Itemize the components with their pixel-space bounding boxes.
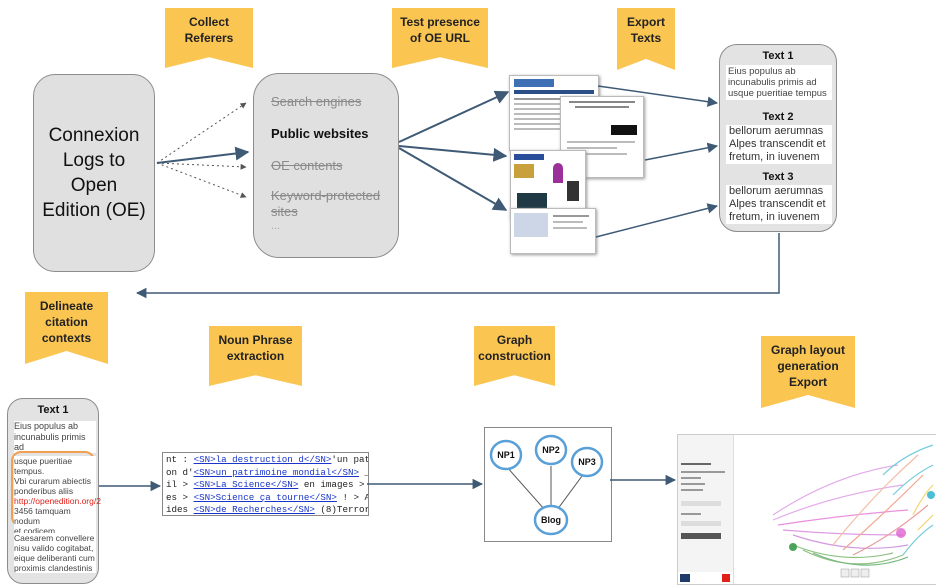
np-prefix: nt : — [166, 454, 194, 465]
banner-graph-layout: Graph layout generation Export — [761, 336, 855, 408]
referers-box: Search engines Public websites OE conten… — [253, 73, 399, 258]
referer-search-engines: Search engines — [271, 94, 362, 109]
arrow-to-screenshot-3 — [398, 145, 508, 162]
citation-line: ponderibus aliis — [14, 486, 96, 496]
citation-line: Vbi curarum abiectis — [14, 476, 96, 486]
referer-oe-contents: OE contents — [271, 158, 343, 173]
banner-graph-construction: Graph construction — [474, 326, 555, 386]
export-texts-box: Text 1 Eius populus ab incunabulis primi… — [719, 44, 837, 232]
np-suffix: ! > Avis — [342, 491, 368, 503]
citation-para1: Eius populus ab incunabulis primis ad — [14, 421, 96, 453]
banner-label: Test presence of OE URL — [400, 15, 480, 45]
arrow-to-text3 — [595, 203, 719, 238]
arrow-to-screenshot-1 — [398, 90, 510, 143]
banner-delineate: Delineate citation contexts — [25, 292, 108, 364]
noun-phrase-line: il > <SN>La Science</SN> en images > Sci — [166, 479, 368, 492]
arrow-to-screenshot-4 — [398, 147, 508, 211]
citation-para3: Caesarem convellere nisu valido cogitaba… — [14, 533, 96, 573]
banner-label: Noun Phrase extraction — [218, 333, 293, 363]
citation-line: 3456 tamquam nodum — [14, 506, 96, 526]
np-prefix: es > — [166, 491, 194, 503]
banner-export-texts: Export Texts — [617, 8, 675, 70]
banner-test-presence: Test presence of OE URL — [392, 8, 488, 68]
np-tag: <SN>Science ça tourne</SN> — [193, 491, 337, 503]
text1-body: Eius populus ab incunabulis primis ad us… — [726, 65, 832, 100]
text3-title: Text 3 — [762, 171, 794, 183]
citation-para2: usque pueritiae tempus. Vbi curarum abie… — [14, 456, 101, 546]
noun-phrase-box: nt : <SN>la destruction d</SN>'un patrim… — [162, 452, 369, 516]
text1-title: Text 1 — [762, 50, 794, 62]
np-suffix: _ [S — [359, 467, 368, 478]
node-np2-label: NP2 — [542, 445, 560, 455]
node-np1-label: NP1 — [497, 450, 515, 460]
np-suffix: (8)Terrorisme — [320, 504, 369, 515]
referer-more: ... — [271, 220, 281, 232]
np-tag: <SN>la destruction d</SN> — [193, 454, 332, 465]
citation-line: usque pueritiae tempus. — [14, 456, 96, 476]
graph-construction-box: NP1 NP2 NP3 Blog — [484, 427, 612, 542]
node-np3 — [570, 446, 604, 478]
banner-label: Collect Referers — [184, 15, 234, 45]
webpage-screenshot-4 — [510, 208, 596, 254]
np-suffix: en images > Sci — [303, 479, 368, 490]
dotted-arrow-oe — [156, 162, 247, 170]
noun-phrase-line: nt : <SN>la destruction d</SN>'un patrim — [166, 454, 369, 467]
graph-svg: NP1 NP2 NP3 Blog — [489, 434, 604, 536]
dotted-arrow-search — [156, 102, 247, 164]
noun-phrase-line: on d'<SN>un patrimoine mondial</SN> _ [S — [166, 466, 368, 480]
node-np1 — [489, 439, 523, 471]
arrow-return — [135, 233, 780, 299]
arrow-public — [156, 146, 250, 164]
connexion-logs-label: Connexion Logs to Open Edition (OE) — [42, 125, 146, 221]
graph-layout-screenshot — [677, 434, 936, 585]
connexion-logs-box: Connexion Logs to Open Edition (OE) — [33, 74, 155, 272]
banner-collect-referers: Collect Referers — [165, 8, 253, 68]
layout-side-panel — [678, 435, 734, 584]
banner-label: Export Texts — [626, 15, 665, 45]
edge-np1-blog — [505, 465, 546, 511]
referer-keyword-protected: Keyword-protected sites — [271, 188, 381, 219]
np-tag: <SN>un patrimoine mondial</SN> — [193, 466, 359, 478]
noun-phrase-lines: nt : <SN>la destruction d</SN>'un patrim… — [166, 454, 369, 515]
node-np3-label: NP3 — [578, 457, 596, 467]
node-np2 — [534, 434, 568, 466]
node-blog-label: Blog — [541, 515, 561, 525]
citation-url: http://openedition.org/2 — [14, 496, 101, 506]
webpage-screenshot-2 — [560, 96, 644, 178]
arrow-to-text2 — [644, 142, 719, 161]
noun-phrase-line: es > <SN>Science ça tourne</SN> ! > Avis — [166, 491, 368, 505]
text3-body: bellorum aerumnas Alpes transcendit et f… — [726, 185, 832, 224]
banner-label: Delineate citation contexts — [39, 299, 94, 345]
banner-noun-phrase: Noun Phrase extraction — [209, 326, 302, 386]
np-prefix: ides — [166, 504, 194, 515]
text2-body: bellorum aerumnas Alpes transcendit et f… — [726, 125, 832, 164]
node-blog — [533, 504, 569, 536]
np-prefix: il > — [166, 479, 194, 490]
banner-label: Graph construction — [478, 333, 551, 363]
citation-title: Text 1 — [37, 404, 69, 416]
np-suffix: 'un patrim — [331, 454, 369, 465]
graph-layout-drawing — [772, 444, 935, 578]
edge-np3-blog — [556, 471, 586, 511]
noun-phrase-line: ides <SN>de Recherches</SN> (8)Terrorism… — [166, 504, 369, 515]
np-tag: <SN>La Science</SN> — [193, 479, 299, 490]
referer-public-websites: Public websites — [271, 126, 369, 141]
text2-title: Text 2 — [762, 111, 794, 123]
np-prefix: on d' — [166, 466, 194, 478]
dotted-arrow-keyword — [156, 162, 247, 198]
np-tag: <SN>de Recherches</SN> — [193, 504, 315, 515]
citation-context-box: Text 1 Eius populus ab incunabulis primi… — [7, 398, 101, 584]
banner-label: Graph layout generation Export — [770, 343, 845, 389]
